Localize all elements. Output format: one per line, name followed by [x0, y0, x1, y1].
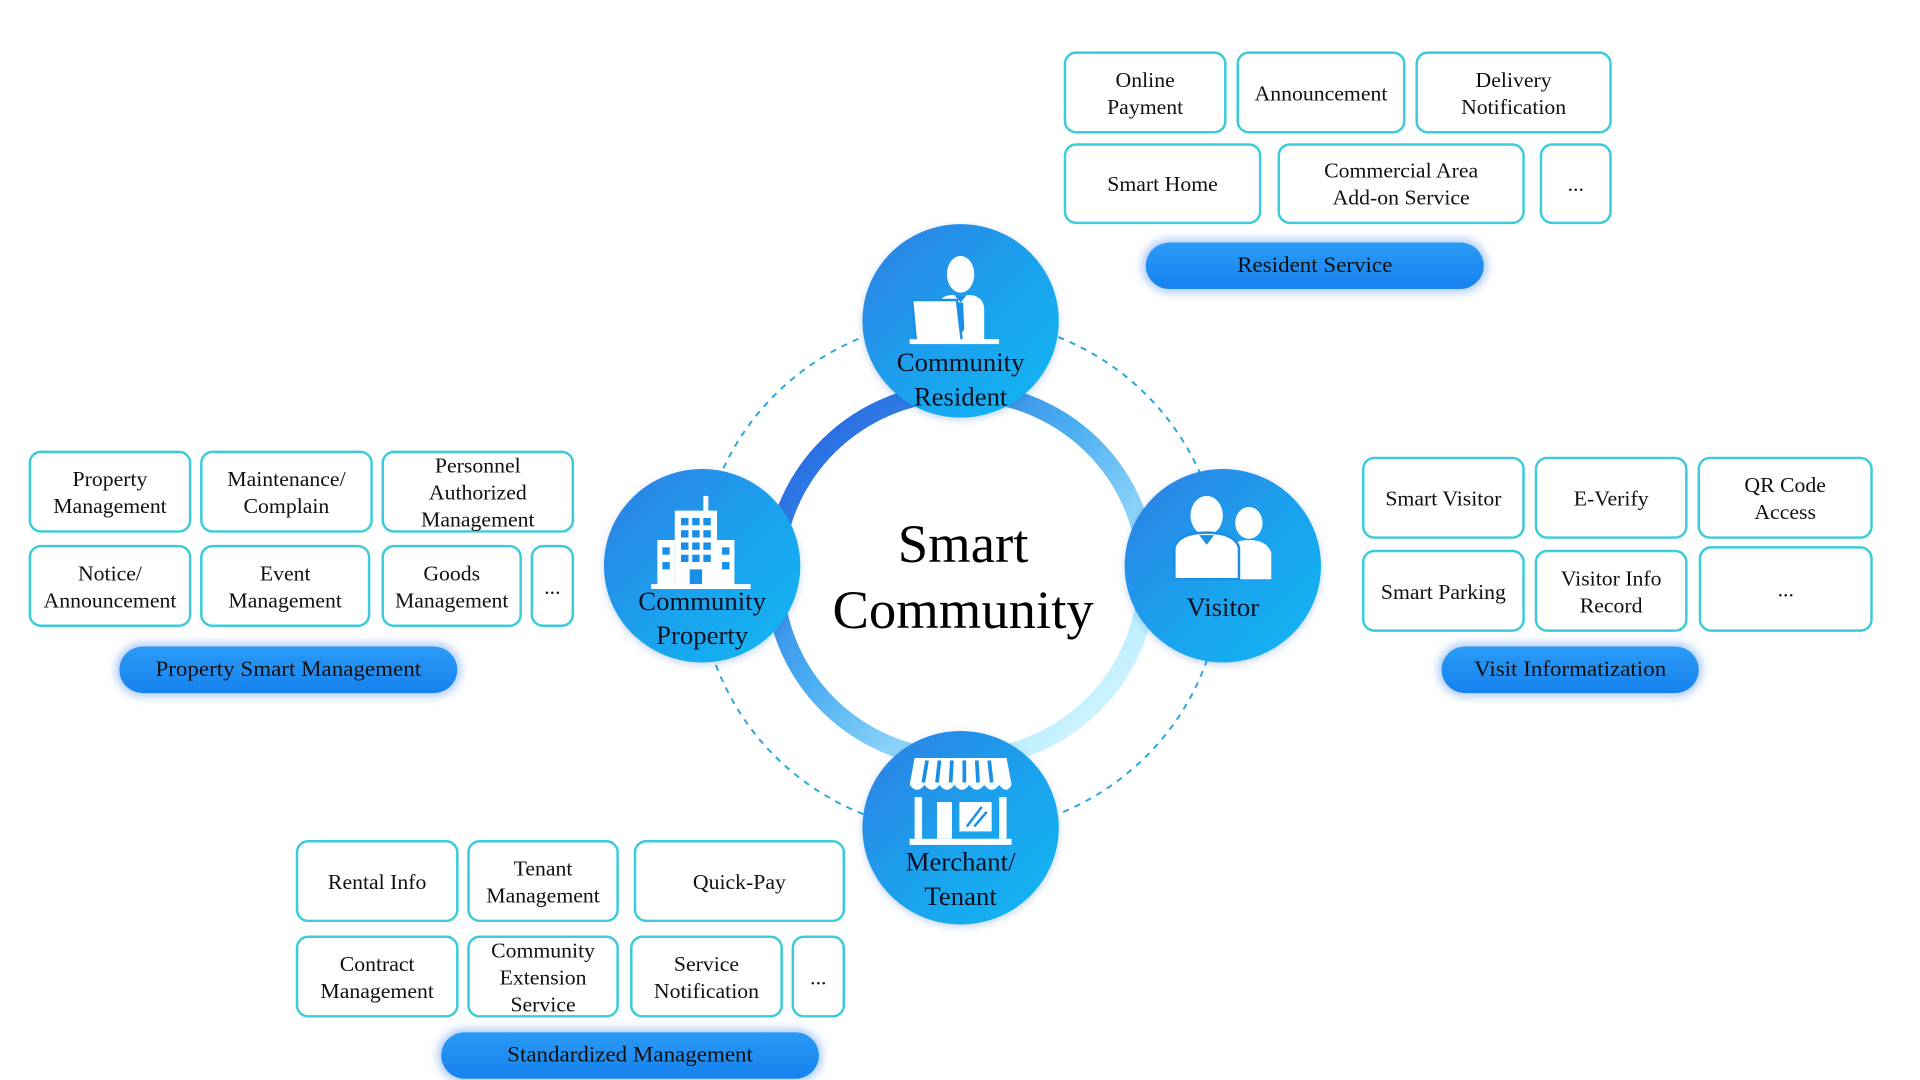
- item-visitor-info-record: Visitor Info Record: [1534, 549, 1688, 632]
- item-commercial-area: Commercial Area Add-on Service: [1277, 143, 1525, 225]
- building-icon: [651, 495, 751, 589]
- center-title: Smart Community: [832, 514, 1094, 641]
- item-smart-visitor: Smart Visitor: [1361, 456, 1525, 539]
- item-notice-announcement: Notice/ Announcement: [28, 544, 192, 627]
- item-smart-home: Smart Home: [1063, 143, 1262, 225]
- node-label-merchant: Merchant/ Tenant: [905, 847, 1016, 912]
- node-label-property: Community Property: [638, 586, 766, 651]
- people-icon: [1173, 495, 1272, 581]
- item-delivery-notification: Delivery Notification: [1415, 51, 1612, 134]
- node-visitor: Visitor: [1124, 468, 1321, 663]
- group-title-resident-service: Resident Service: [1145, 242, 1484, 289]
- item-tenant-management: Tenant Management: [467, 840, 619, 923]
- item-maintenance-complain: Maintenance/ Complain: [200, 450, 373, 533]
- businessman-icon: [909, 255, 1000, 345]
- item-rental-info: Rental Info: [295, 840, 459, 923]
- item-goods-management: Goods Management: [381, 544, 522, 627]
- item-online-payment: Online Payment: [1063, 51, 1227, 134]
- group-title-property-management: Property Smart Management: [119, 646, 458, 694]
- node-label-visitor: Visitor: [1186, 592, 1260, 623]
- item-community-extension: Community Extension Service: [467, 935, 619, 1018]
- item-qr-code-access: QR Code Access: [1697, 456, 1873, 539]
- item-service-notification: Service Notification: [630, 935, 783, 1018]
- item-quick-pay: Quick-Pay: [633, 840, 846, 923]
- node-label-resident: Community Resident: [896, 347, 1025, 412]
- item-announcement: Announcement: [1236, 51, 1406, 134]
- item-smart-parking: Smart Parking: [1361, 549, 1525, 632]
- item-more: ...: [1539, 143, 1612, 225]
- item-e-verify: E-Verify: [1534, 456, 1688, 539]
- item-more: ...: [530, 544, 575, 627]
- node-merchant-tenant: Merchant/ Tenant: [862, 731, 1059, 925]
- item-event-management: Event Management: [200, 544, 371, 627]
- item-property-management: Property Management: [28, 450, 192, 533]
- item-more: ...: [791, 935, 846, 1018]
- item-contract-management: Contract Management: [295, 935, 459, 1018]
- node-community-resident: Community Resident: [862, 224, 1059, 418]
- group-title-visit-informatization: Visit Informatization: [1441, 646, 1699, 694]
- item-personnel-authorized: Personnel Authorized Management: [381, 450, 575, 533]
- group-title-standardized-management: Standardized Management: [441, 1032, 819, 1079]
- node-community-property: Community Property: [603, 468, 801, 663]
- item-more: ...: [1698, 546, 1873, 632]
- storefront-icon: [909, 757, 1012, 845]
